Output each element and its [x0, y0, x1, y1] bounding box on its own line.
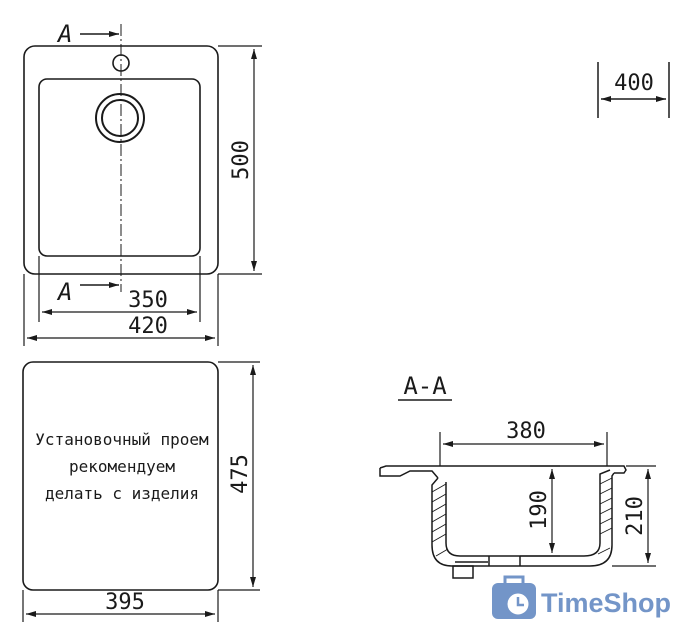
section-marker-top: A	[56, 20, 119, 48]
cutout-outline	[22, 361, 219, 591]
cutout-note-line-3: делать с изделия	[45, 484, 199, 503]
section-rim-outer	[379, 465, 627, 474]
suitcase-clock-icon	[492, 575, 536, 619]
drain-outer-ring	[95, 93, 145, 143]
section-hatch	[431, 477, 613, 557]
section-profile	[379, 465, 627, 579]
dimension-350-label: 350	[128, 288, 168, 313]
dimension-210	[612, 465, 656, 567]
dimension-395-label: 395	[105, 590, 145, 615]
section-bowl-outer	[431, 472, 615, 567]
dimension-395	[22, 590, 219, 622]
dimension-380-label: 380	[506, 419, 546, 444]
watermark: TimeShop	[492, 575, 671, 619]
sink-bowl-outline	[38, 78, 201, 257]
dimension-190-label: 190	[527, 490, 552, 530]
cutout-note-line-1: Установочный проем	[35, 430, 209, 449]
section-marker-bottom-label: A	[56, 278, 72, 306]
dimension-210-label: 210	[623, 496, 648, 536]
dimension-475	[218, 361, 260, 591]
dimension-420	[23, 274, 219, 346]
watermark-text: TimeShop	[541, 588, 671, 618]
section-rim-underside	[379, 468, 439, 479]
depth-dimension	[597, 62, 670, 118]
section-marker-bottom: A	[56, 278, 119, 306]
dimension-420-label: 420	[128, 314, 168, 339]
dimension-350	[38, 256, 201, 322]
dimension-475-label: 475	[228, 454, 253, 494]
dimension-500	[218, 45, 262, 275]
section-title: A-A	[403, 372, 447, 400]
section-marker-top-label: A	[56, 20, 72, 48]
section-drain-stub	[452, 565, 474, 579]
section-bowl-inner	[445, 469, 611, 557]
top-view	[23, 24, 219, 292]
cutout-note-line-2: рекомендуем	[69, 457, 175, 476]
drain-inner-ring	[101, 99, 139, 137]
dimension-500-label: 500	[229, 140, 254, 180]
depth-dimension-label: 400	[614, 71, 654, 96]
dimension-190	[520, 465, 560, 557]
